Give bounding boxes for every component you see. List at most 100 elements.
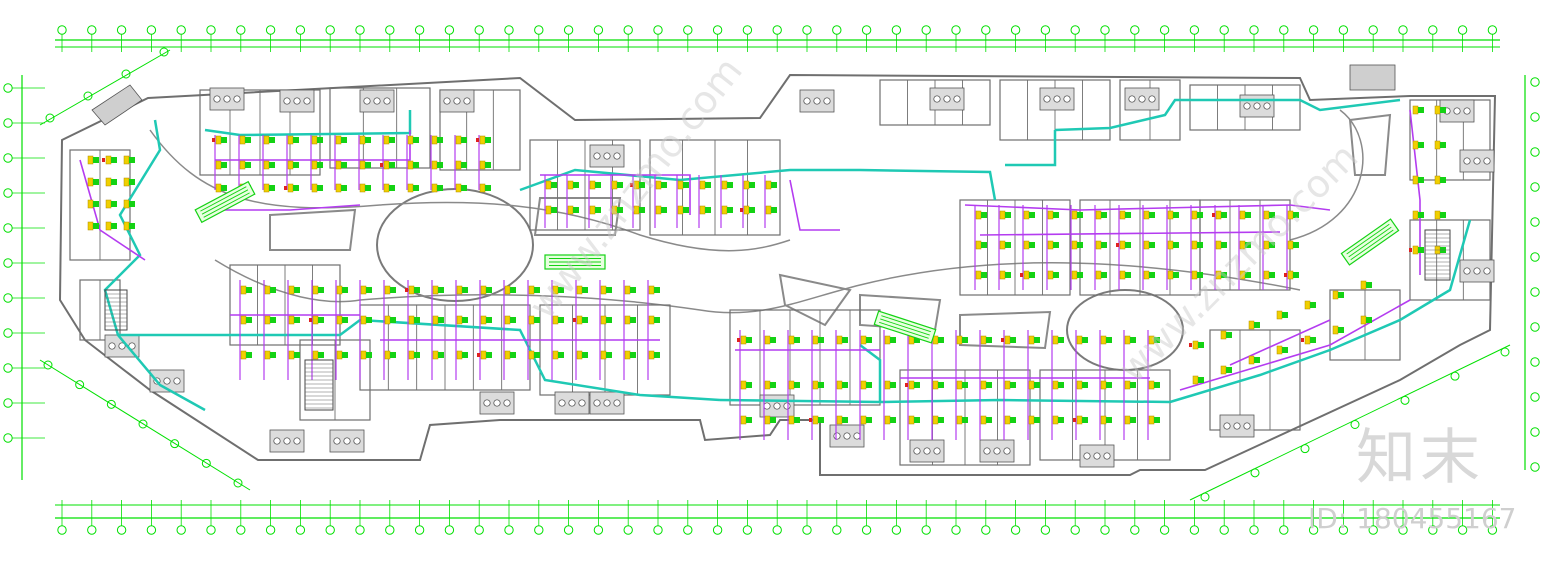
fan-coil-unit: [1191, 270, 1203, 280]
column-grid-bubble-icon: [534, 25, 544, 35]
fan-coil-unit: [1360, 280, 1372, 290]
fan-coil-unit: [1148, 415, 1160, 425]
fan-coil-unit: [1124, 380, 1136, 390]
column-grid-bubble-icon: [623, 25, 633, 35]
fan-coil-unit: [1076, 380, 1088, 390]
diffuser-icon: [1047, 270, 1054, 280]
supply-duct-icon: [719, 398, 1171, 404]
column-grid-bubble-icon: [3, 188, 13, 198]
fan-coil-unit: [1076, 335, 1088, 345]
unit-tag-icon: [1173, 272, 1179, 278]
column-grid-bubble-icon: [1457, 25, 1468, 35]
column-grid-bubble-icon: [712, 525, 723, 535]
diffuser-icon: [1276, 310, 1283, 320]
fan-coil-unit: [380, 160, 395, 170]
unit-tag-icon: [413, 162, 419, 168]
diffuser-icon: [1332, 290, 1339, 300]
fan-coil-unit: [1360, 315, 1372, 325]
unit-tag-icon: [1125, 212, 1131, 218]
unit-tag-icon: [639, 207, 645, 213]
fan-coil-unit: [567, 205, 579, 215]
fan-coil-unit: [1287, 210, 1299, 220]
fan-coil-unit: [359, 135, 371, 145]
fan-coil-unit: [975, 210, 987, 220]
column-grid-bubble-icon: [921, 25, 931, 35]
diffuser-icon: [456, 285, 463, 295]
unit-tag-icon: [866, 417, 872, 423]
column-grid-bubble-icon: [3, 258, 13, 268]
diffuser-icon: [1004, 335, 1011, 345]
fan-coil-unit: [1434, 210, 1446, 220]
unit-tag-icon: [962, 337, 968, 343]
unit-tag-icon: [246, 287, 252, 293]
diffuser-icon: [1248, 320, 1255, 330]
diffuser-icon: [1047, 210, 1054, 220]
fan-coil-unit: [309, 315, 324, 325]
column-grid-bubble-icon: [474, 25, 484, 35]
unit-tag-icon: [1077, 212, 1083, 218]
fan-coil-unit: [1028, 415, 1040, 425]
column-grid-bubble-icon: [385, 525, 395, 535]
fan-coil-unit: [1248, 355, 1260, 365]
fan-coil-unit: [212, 135, 227, 145]
unit-tag-icon: [1310, 302, 1316, 308]
fan-coil-unit: [1028, 335, 1040, 345]
island-2: [533, 197, 622, 236]
diffuser-icon: [1287, 270, 1294, 280]
wc-fixture-icon: [163, 377, 171, 385]
column-grid-bubble-icon: [201, 458, 211, 468]
diffuser-icon: [1276, 345, 1283, 355]
fan-coil-unit: [384, 285, 396, 295]
fan-coil-unit: [1167, 240, 1179, 250]
diffuser-icon: [975, 210, 982, 220]
column-grid-bubble-icon: [981, 525, 991, 535]
wc-fixture-icon: [1243, 422, 1251, 430]
column-grid-bubble-icon: [653, 25, 663, 35]
diffuser-icon: [480, 350, 487, 360]
supply-duct-icon: [204, 110, 412, 137]
column-grid-bubble-icon: [3, 328, 13, 338]
unit-tag-icon: [270, 352, 276, 358]
ahu-fin: [203, 192, 250, 218]
column-grid-bubble-icon: [45, 113, 55, 123]
ahu-fin: [879, 321, 929, 339]
unit-tag-icon: [1269, 212, 1275, 218]
diffuser-icon: [1412, 175, 1419, 185]
unit-tag-icon: [1197, 242, 1203, 248]
diffuser-icon: [264, 315, 271, 325]
unit-tag-icon: [630, 352, 636, 358]
fan-coil-unit: [648, 350, 660, 360]
fan-coil-unit: [1215, 240, 1227, 250]
column-grid-bubble-icon: [3, 223, 13, 233]
unit-tag-icon: [510, 287, 516, 293]
fan-coil-unit: [648, 315, 660, 325]
column-grid-bubble-icon: [1400, 395, 1410, 405]
diffuser-icon: [552, 350, 559, 360]
unit-tag-icon: [390, 352, 396, 358]
unit-tag-icon: [93, 201, 99, 207]
diffuser-icon: [239, 160, 246, 170]
wc-fixture-icon: [1138, 95, 1146, 103]
fan-coil-unit: [504, 350, 516, 360]
wc-fixture-icon: [483, 399, 491, 407]
unit-tag-icon: [129, 179, 135, 185]
column-grid-bubble-icon: [1100, 525, 1110, 535]
column-grid-bubble-icon: [1070, 525, 1080, 535]
unit-tag-icon: [534, 352, 540, 358]
fan-coil-unit: [1276, 345, 1288, 355]
exhaust-duct-icon: [979, 231, 1281, 236]
diffuser-icon: [1004, 415, 1011, 425]
fan-coil-unit: [765, 180, 777, 190]
diffuser-icon: [432, 350, 439, 360]
fan-coil-unit: [287, 135, 299, 145]
wc-fixture-icon: [333, 437, 341, 445]
column-grid-bubble-icon: [1159, 525, 1170, 535]
fan-coil-unit: [263, 160, 275, 170]
valve-icon: [380, 163, 383, 167]
unit-tag-icon: [794, 382, 800, 388]
wc-fixture-icon: [1103, 452, 1111, 460]
unit-tag-icon: [1149, 272, 1155, 278]
wc-fixture-icon: [933, 447, 941, 455]
diffuser-icon: [264, 350, 271, 360]
diffuser-icon: [624, 315, 631, 325]
